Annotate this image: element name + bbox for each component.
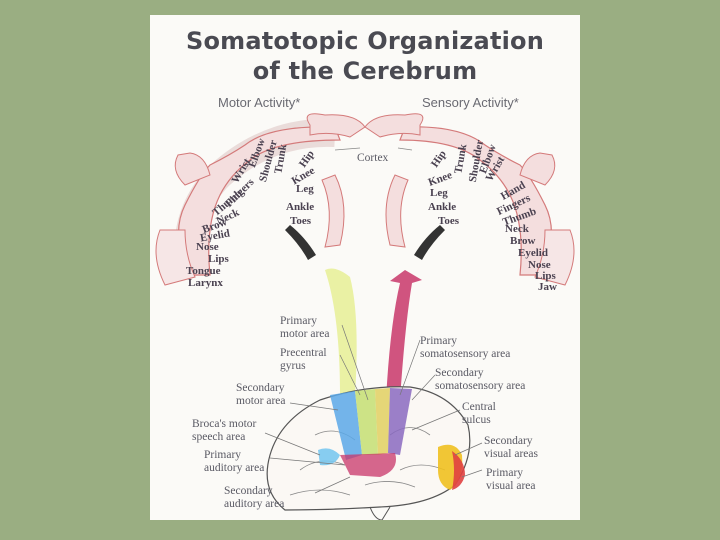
- sensory-label-jaw: Jaw: [538, 281, 557, 293]
- sensory-label-nose: Nose: [528, 259, 551, 271]
- brocas-region: [318, 448, 340, 466]
- somatotopic-illustration: [155, 113, 575, 520]
- sensory-label-eyelid: Eyelid: [518, 247, 548, 259]
- primary-visual-region: [452, 451, 465, 490]
- label-primary-motor-area: Primary motor area: [280, 315, 330, 340]
- sensory-label-brow: Brow: [510, 235, 536, 247]
- sensory-face-outline: [534, 229, 575, 286]
- primary-somatosensory-region: [388, 388, 412, 455]
- diagram-title-line2: of the Cerebrum: [252, 57, 478, 85]
- sensory-activity-header: Sensory Activity*: [422, 95, 519, 110]
- label-primary-visual-area: Primary visual area: [486, 467, 536, 492]
- auditory-region: [340, 453, 396, 477]
- motor-label-larynx: Larynx: [188, 277, 223, 289]
- label-central-sulcus: Central sulcus: [462, 401, 496, 426]
- motor-label-ankle: Ankle: [286, 201, 315, 213]
- label-secondary-motor-area: Secondary motor area: [236, 382, 286, 407]
- motor-homunculus-outline: [177, 126, 341, 276]
- leader-lines: [264, 324, 483, 494]
- motor-activity-header: Motor Activity*: [218, 95, 301, 110]
- diagram-title-line1: Somatotopic Organization: [185, 27, 545, 55]
- motor-label-leg: Leg: [296, 183, 314, 195]
- label-secondary-visual-areas: Secondary visual areas: [484, 435, 538, 460]
- motor-label-toes: Toes: [290, 215, 311, 227]
- label-secondary-auditory-area: Secondary auditory area: [224, 485, 285, 510]
- sensory-label-leg: Leg: [430, 187, 448, 199]
- sensory-hand-outline: [519, 152, 556, 186]
- diagram-card: Somatotopic Organization of the Cerebrum…: [150, 15, 580, 520]
- sensory-arm-outline: [364, 113, 424, 138]
- cortex-pointer: [334, 147, 361, 151]
- sensory-stream-arrow: [386, 270, 422, 400]
- label-primary-auditory-area: Primary auditory area: [204, 449, 265, 474]
- motor-face-outline: [155, 229, 196, 286]
- sensory-label-ankle: Ankle: [428, 201, 457, 213]
- motor-label-nose: Nose: [196, 241, 219, 253]
- label-brocas-area: Broca's motor speech area: [192, 418, 257, 443]
- secondary-motor-region: [330, 391, 362, 460]
- sensory-label-lips: Lips: [535, 270, 556, 282]
- primary-motor-region: [375, 388, 390, 455]
- brain-stem: [369, 506, 391, 520]
- motor-hand-outline: [174, 152, 211, 186]
- precentral-region: [355, 389, 378, 455]
- label-precentral-gyrus: Precentral gyrus: [280, 347, 327, 372]
- sensory-label-toes: Toes: [438, 215, 459, 227]
- cortex-pointer-right: [397, 147, 413, 151]
- sensory-label-neck: Neck: [505, 223, 529, 235]
- motor-arm-outline: [306, 113, 366, 138]
- label-primary-somatosensory-area: Primary somatosensory area: [420, 335, 511, 360]
- cortex-label: Cortex: [357, 152, 389, 164]
- motor-label-lips: Lips: [208, 253, 229, 265]
- sensory-homunculus-outline: [399, 126, 553, 276]
- motor-label-tongue: Tongue: [186, 265, 221, 277]
- sensory-wedge: [414, 225, 445, 260]
- motor-stream-arrow: [325, 268, 357, 395]
- sensory-leg-outline: [385, 174, 409, 248]
- motor-wedge: [285, 225, 316, 260]
- label-secondary-somatosensory-area: Secondary somatosensory area: [435, 367, 526, 392]
- motor-leg-outline: [321, 174, 345, 248]
